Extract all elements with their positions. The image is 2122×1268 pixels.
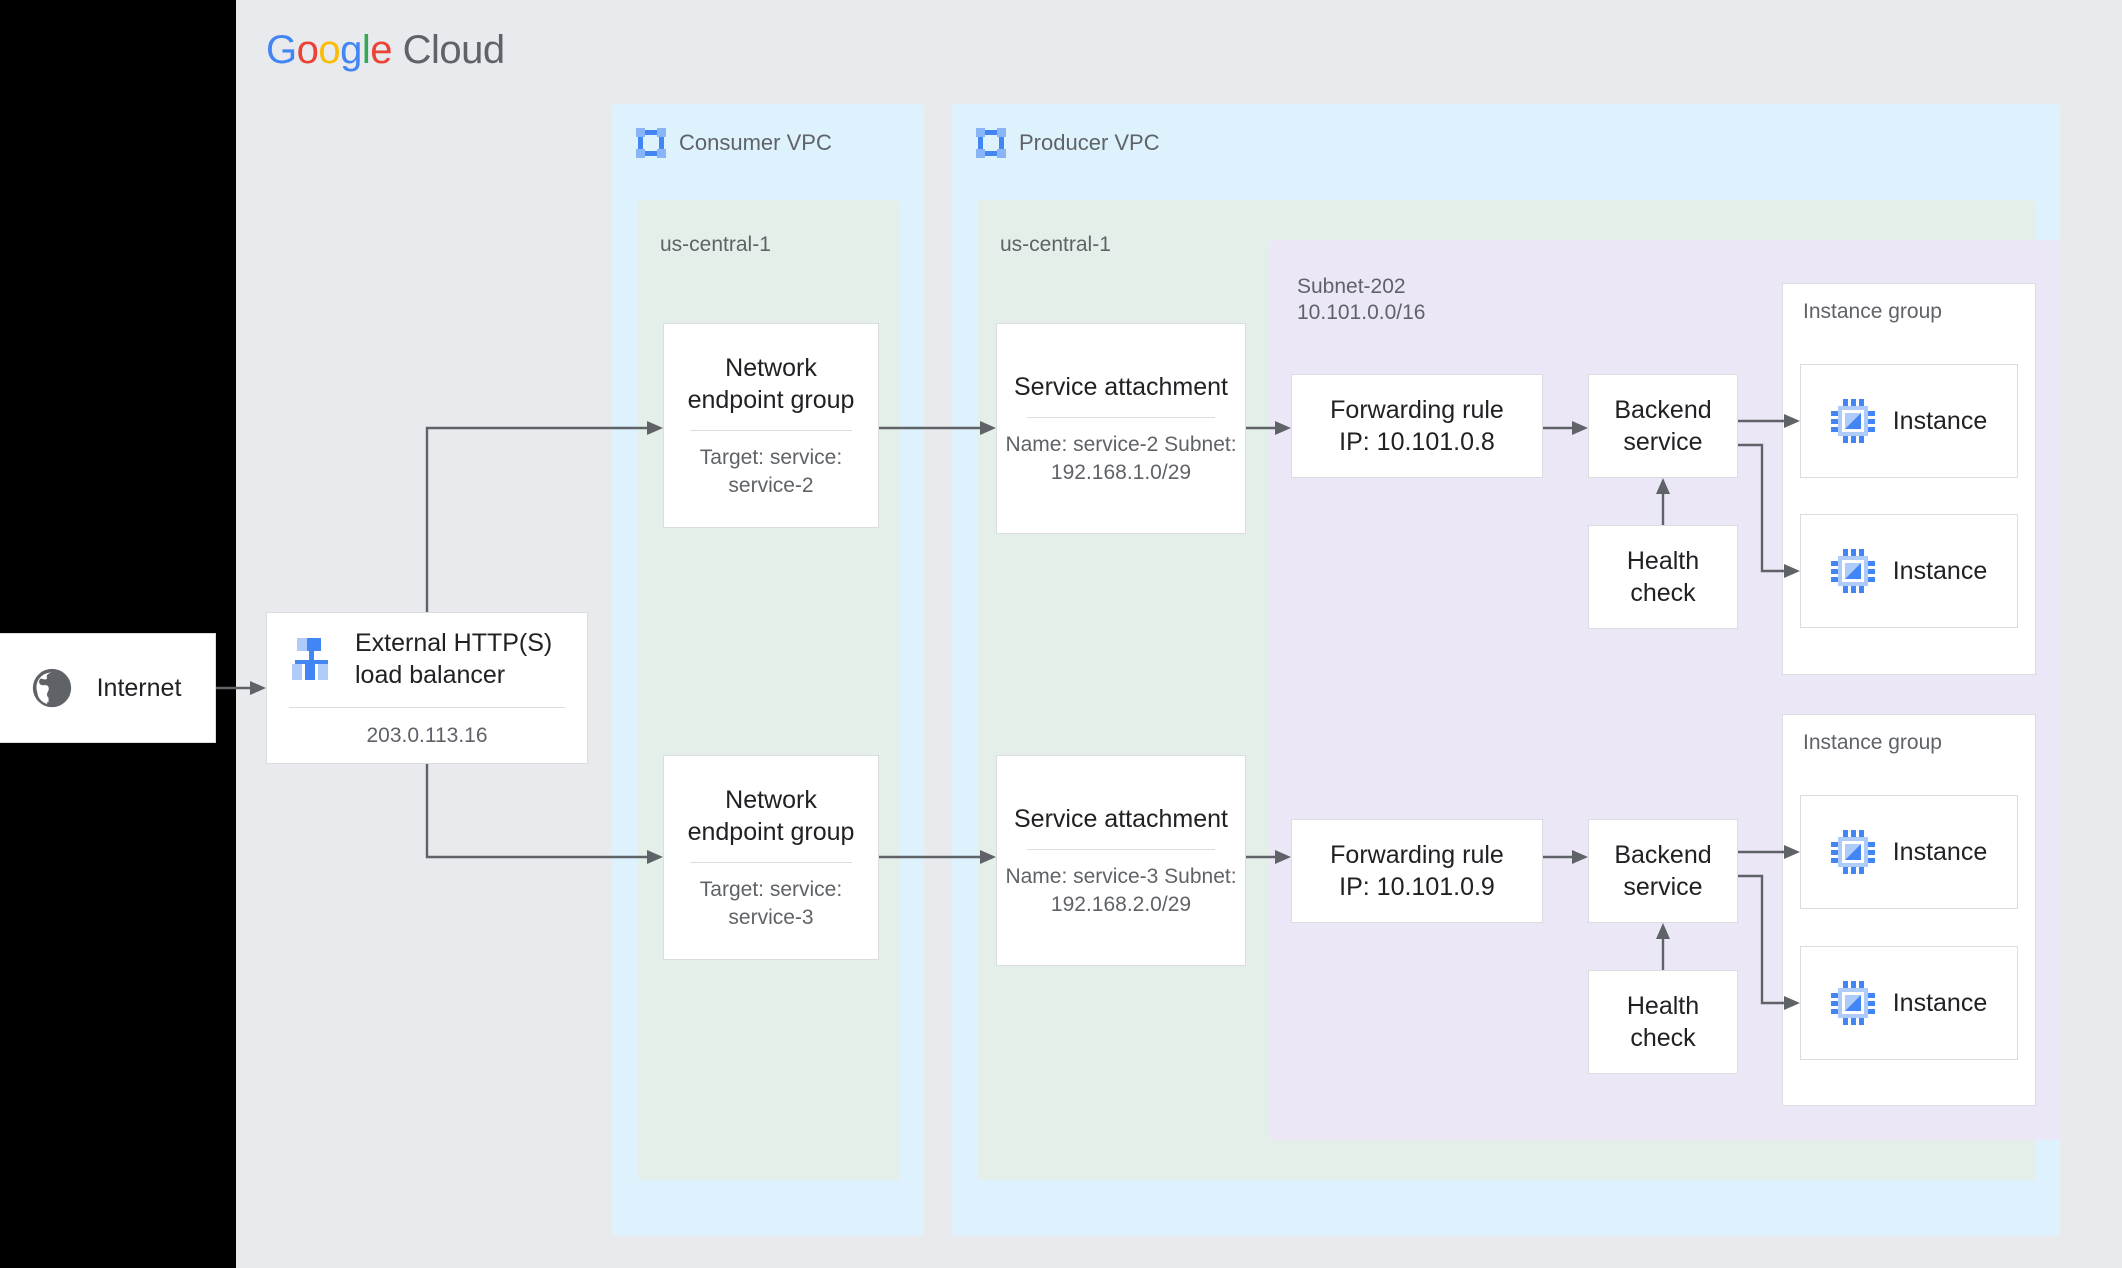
logo-letter-g: g: [340, 28, 362, 72]
vpc-icon: [636, 128, 666, 158]
logo-letter-G: G: [266, 28, 297, 72]
load-balancer-node[interactable]: External HTTP(S)load balancer 203.0.113.…: [266, 612, 588, 764]
logo-letter-e: e: [370, 28, 393, 72]
load-balancer-ip: 203.0.113.16: [366, 723, 488, 747]
instance-1-2[interactable]: Instance: [1800, 514, 2018, 628]
consumer-vpc-header: Consumer VPC: [636, 128, 832, 158]
logo-cloud-word: Cloud: [392, 28, 506, 72]
globe-icon: [32, 668, 71, 708]
instance-chip-icon: [1830, 981, 1875, 1025]
consumer-zone-label: us-central-1: [660, 233, 771, 256]
consumer-vpc-label: Consumer VPC: [679, 130, 832, 155]
service-attachment-1-subtitle: Name: service-2 Subnet: 192.168.1.0/29: [1005, 432, 1237, 484]
instance-chip-icon: [1830, 549, 1875, 593]
instance-chip-icon: [1830, 830, 1875, 874]
instance-2-1-label: Instance: [1892, 837, 1988, 866]
service-attachment-1-divider: [1026, 416, 1216, 418]
neg-2-divider: [689, 861, 853, 863]
instance-group-1-label: Instance group: [1803, 300, 1942, 323]
neg-1-subtitle: Target: service: service-2: [699, 445, 843, 497]
google-cloud-logo: Google Cloud: [266, 28, 505, 73]
instance-2-1[interactable]: Instance: [1800, 795, 2018, 909]
subnet-202-label: Subnet-202 10.101.0.0/16: [1297, 275, 1426, 325]
load-balancer-divider: [289, 706, 565, 708]
logo-letter-o2: o: [318, 28, 341, 72]
load-balancer-icon: [289, 637, 335, 680]
producer-vpc-label: Producer VPC: [1019, 130, 1160, 155]
instance-1-2-label: Instance: [1892, 556, 1988, 585]
instance-group-2-label: Instance group: [1803, 731, 1942, 754]
instance-2-2-label: Instance: [1892, 988, 1988, 1017]
service-attachment-1-title: Service attachment: [1014, 372, 1228, 401]
service-attachment-2-title: Service attachment: [1014, 804, 1228, 833]
instance-1-1-label: Instance: [1892, 406, 1988, 435]
load-balancer-title: External HTTP(S)load balancer: [355, 628, 553, 689]
service-attachment-1[interactable]: Service attachment Name: service-2 Subne…: [996, 323, 1246, 534]
internet-label: Internet: [96, 673, 182, 702]
vpc-icon: [976, 128, 1006, 158]
neg-1-divider: [689, 429, 853, 431]
service-attachment-2-divider: [1026, 848, 1216, 850]
instance-2-2[interactable]: Instance: [1800, 946, 2018, 1060]
internet-node[interactable]: Internet: [0, 633, 216, 743]
instance-chip-icon: [1830, 399, 1875, 443]
logo-letter-o1: o: [296, 28, 319, 72]
service-attachment-2[interactable]: Service attachment Name: service-3 Subne…: [996, 755, 1246, 966]
logo-letter-l: l: [361, 28, 371, 72]
neg-2-subtitle: Target: service: service-3: [699, 877, 843, 929]
producer-vpc-header: Producer VPC: [976, 128, 1160, 158]
producer-zone-label: us-central-1: [1000, 233, 1111, 256]
instance-1-1[interactable]: Instance: [1800, 364, 2018, 478]
service-attachment-2-subtitle: Name: service-3 Subnet: 192.168.2.0/29: [1005, 864, 1237, 916]
